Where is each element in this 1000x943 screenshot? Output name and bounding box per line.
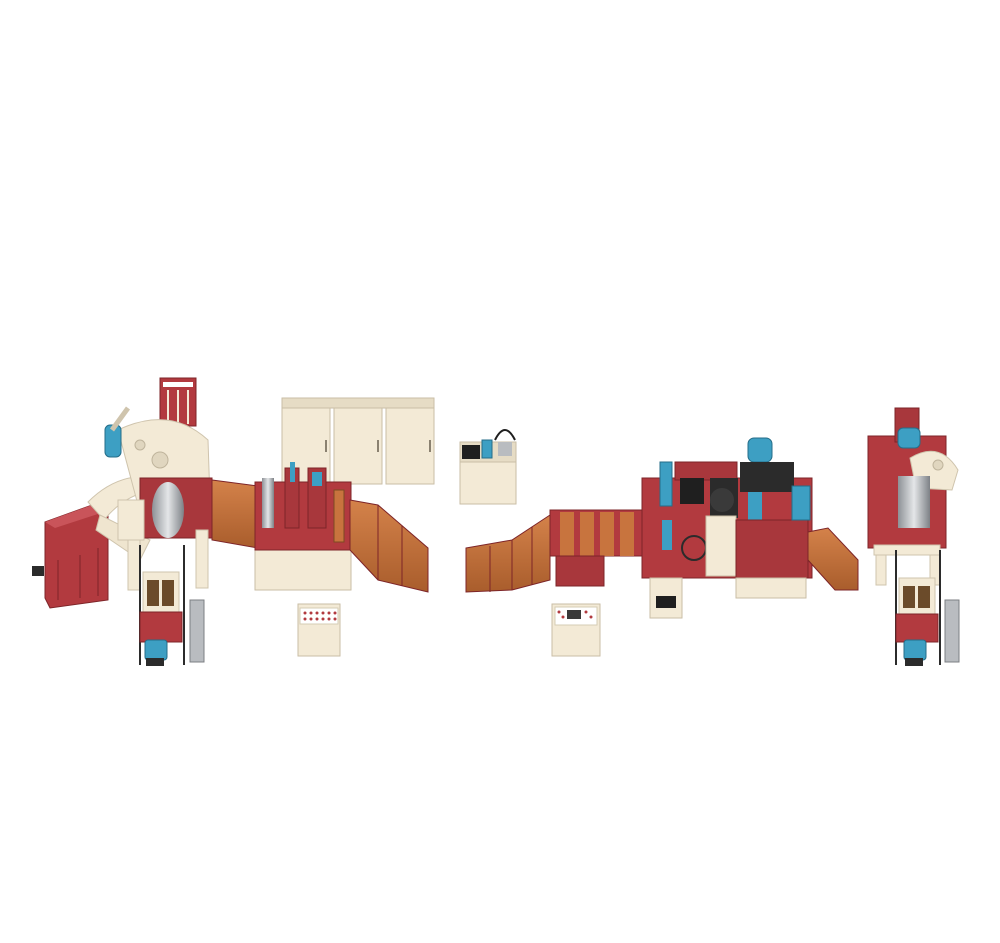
slitting-machine (211, 462, 429, 593)
control-desk-right (551, 603, 601, 657)
control-desk-left (297, 603, 341, 657)
tension-stand (465, 437, 859, 619)
recoiler-right (867, 407, 960, 666)
hydraulic-station (459, 429, 517, 505)
uncoiler-left (32, 377, 213, 666)
electrical-cabinets (281, 397, 435, 485)
